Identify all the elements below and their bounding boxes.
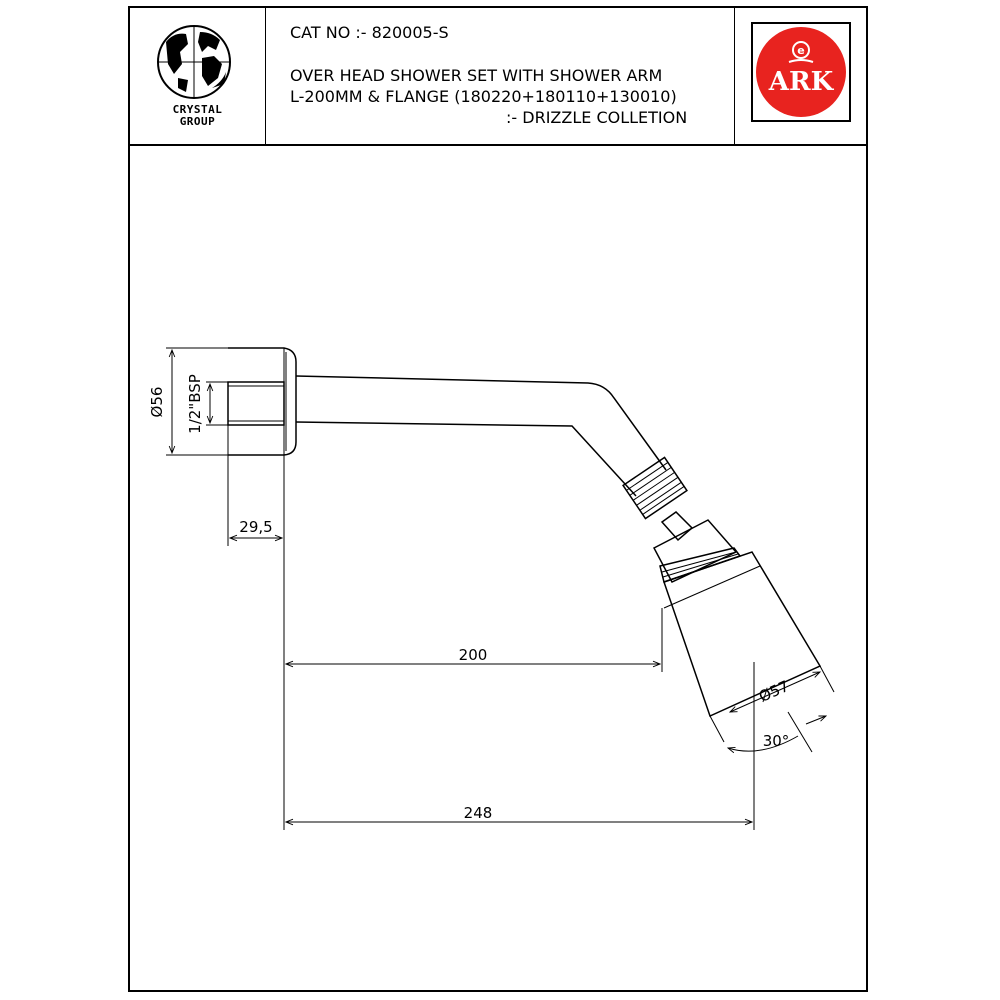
shower-head <box>663 551 822 718</box>
ark-logo-icon: e ARK <box>751 22 851 122</box>
title-block: CRYSTAL GROUP CAT NO :- 820005-S OVER HE… <box>130 8 866 146</box>
label-thread: 1/2"BSP <box>186 374 204 434</box>
drawing-sheet: CRYSTAL GROUP CAT NO :- 820005-S OVER HE… <box>128 6 868 992</box>
crystal-group-logo: CRYSTAL GROUP <box>130 8 266 144</box>
dim-head-diameter-line <box>730 672 820 712</box>
shower-arm <box>295 375 667 471</box>
head-ring <box>659 547 742 583</box>
collection-name: :- DRIZZLE COLLETION <box>506 108 688 127</box>
crystal-text: CRYSTAL <box>172 103 223 116</box>
flange-outline <box>228 347 297 456</box>
label-arm-length: 200 <box>459 646 488 664</box>
ark-brand-cell: e ARK <box>735 8 866 144</box>
description-line-2: L-200MM & FLANGE (180220+180110+130010) <box>290 87 677 106</box>
label-flange-depth: 29,5 <box>239 518 272 536</box>
label-total-length: 248 <box>464 804 493 822</box>
flange-thread <box>227 381 285 426</box>
description-line-1: OVER HEAD SHOWER SET WITH SHOWER ARM <box>290 66 663 85</box>
ark-badge-letter: e <box>797 44 804 57</box>
title-cell: CAT NO :- 820005-S OVER HEAD SHOWER SET … <box>266 8 735 144</box>
label-flange-diameter: Ø56 <box>148 387 166 418</box>
group-text: GROUP <box>179 115 216 128</box>
globe-icon <box>152 24 236 108</box>
label-angle: 30° <box>763 732 790 750</box>
ark-text: ARK <box>768 67 835 97</box>
coupling-nut <box>622 456 688 520</box>
dim-angle-arc <box>728 735 799 751</box>
catalog-number: CAT NO :- 820005-S <box>290 23 449 42</box>
